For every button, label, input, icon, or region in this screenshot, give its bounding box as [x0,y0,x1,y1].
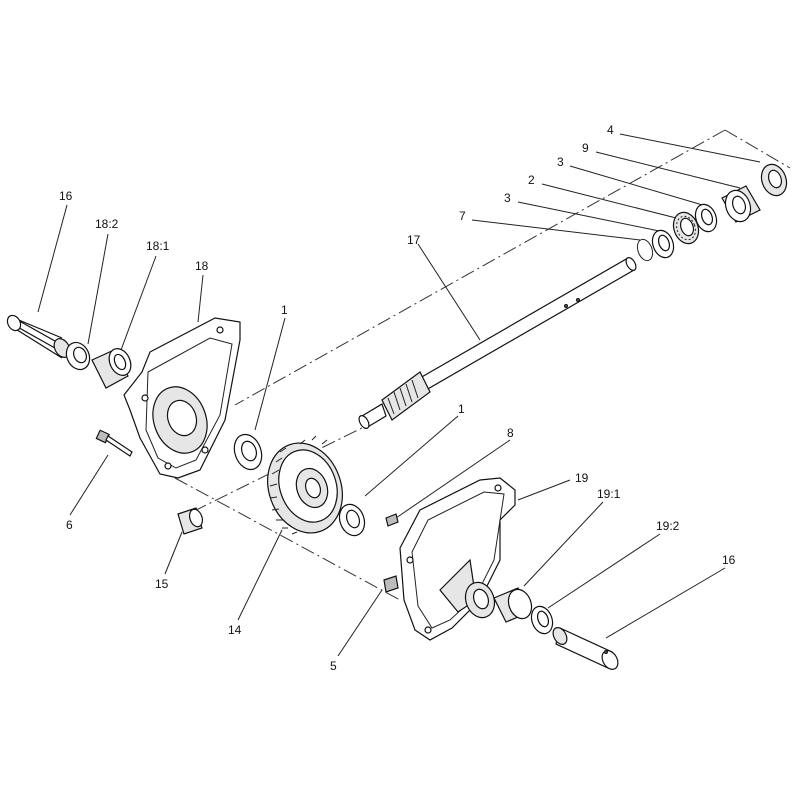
bolt-6 [95,429,133,457]
washer-1-lower [338,503,366,537]
callout-18-2: 18:2 [95,217,119,231]
ring-19-2 [530,605,554,635]
callout-labels: 4 9 3 2 3 7 17 16 18:2 18:1 18 1 1 8 19 … [59,123,736,673]
callout-1: 1 [458,402,465,416]
callout-16: 16 [722,553,736,567]
center-lines [174,129,791,601]
callout-9: 9 [582,141,589,155]
housing-right [399,477,516,641]
bearing-2 [672,211,700,245]
callout-16: 16 [59,189,73,203]
bushing-9 [721,185,761,223]
callout-1: 1 [281,303,288,317]
circlip-7 [636,238,654,262]
callout-2: 2 [528,173,535,187]
callout-6: 6 [66,518,73,532]
callout-4: 4 [607,123,614,137]
pin-right [552,627,619,670]
worm-gear-14 [267,435,343,535]
callout-3: 3 [557,155,564,169]
bushing-15 [177,507,204,535]
callout-19-1: 19:1 [597,487,621,501]
washer-3b [694,203,718,233]
worm-shaft-17 [358,257,637,429]
callout-8: 8 [507,426,514,440]
washer-1-upper [233,433,263,471]
bushing-18-1 [91,348,132,389]
callout-7: 7 [459,209,466,223]
seal-4 [760,163,788,197]
ring-18-2 [65,341,91,371]
grease-nipple-5 [383,575,399,593]
key-8 [385,513,399,527]
callout-14: 14 [228,623,242,637]
washer-3a [651,229,675,259]
callout-18: 18 [195,259,209,273]
callout-18-1: 18:1 [146,239,170,253]
callout-17: 17 [407,233,421,247]
pin-left [6,314,71,359]
callout-19-2: 19:2 [656,519,680,533]
bushing-19-1 [493,587,533,623]
callout-19: 19 [575,471,589,485]
leader-lines [37,133,761,657]
housing-left [123,317,241,479]
callout-15: 15 [155,577,169,591]
callout-5: 5 [330,659,337,673]
callout-3: 3 [504,191,511,205]
